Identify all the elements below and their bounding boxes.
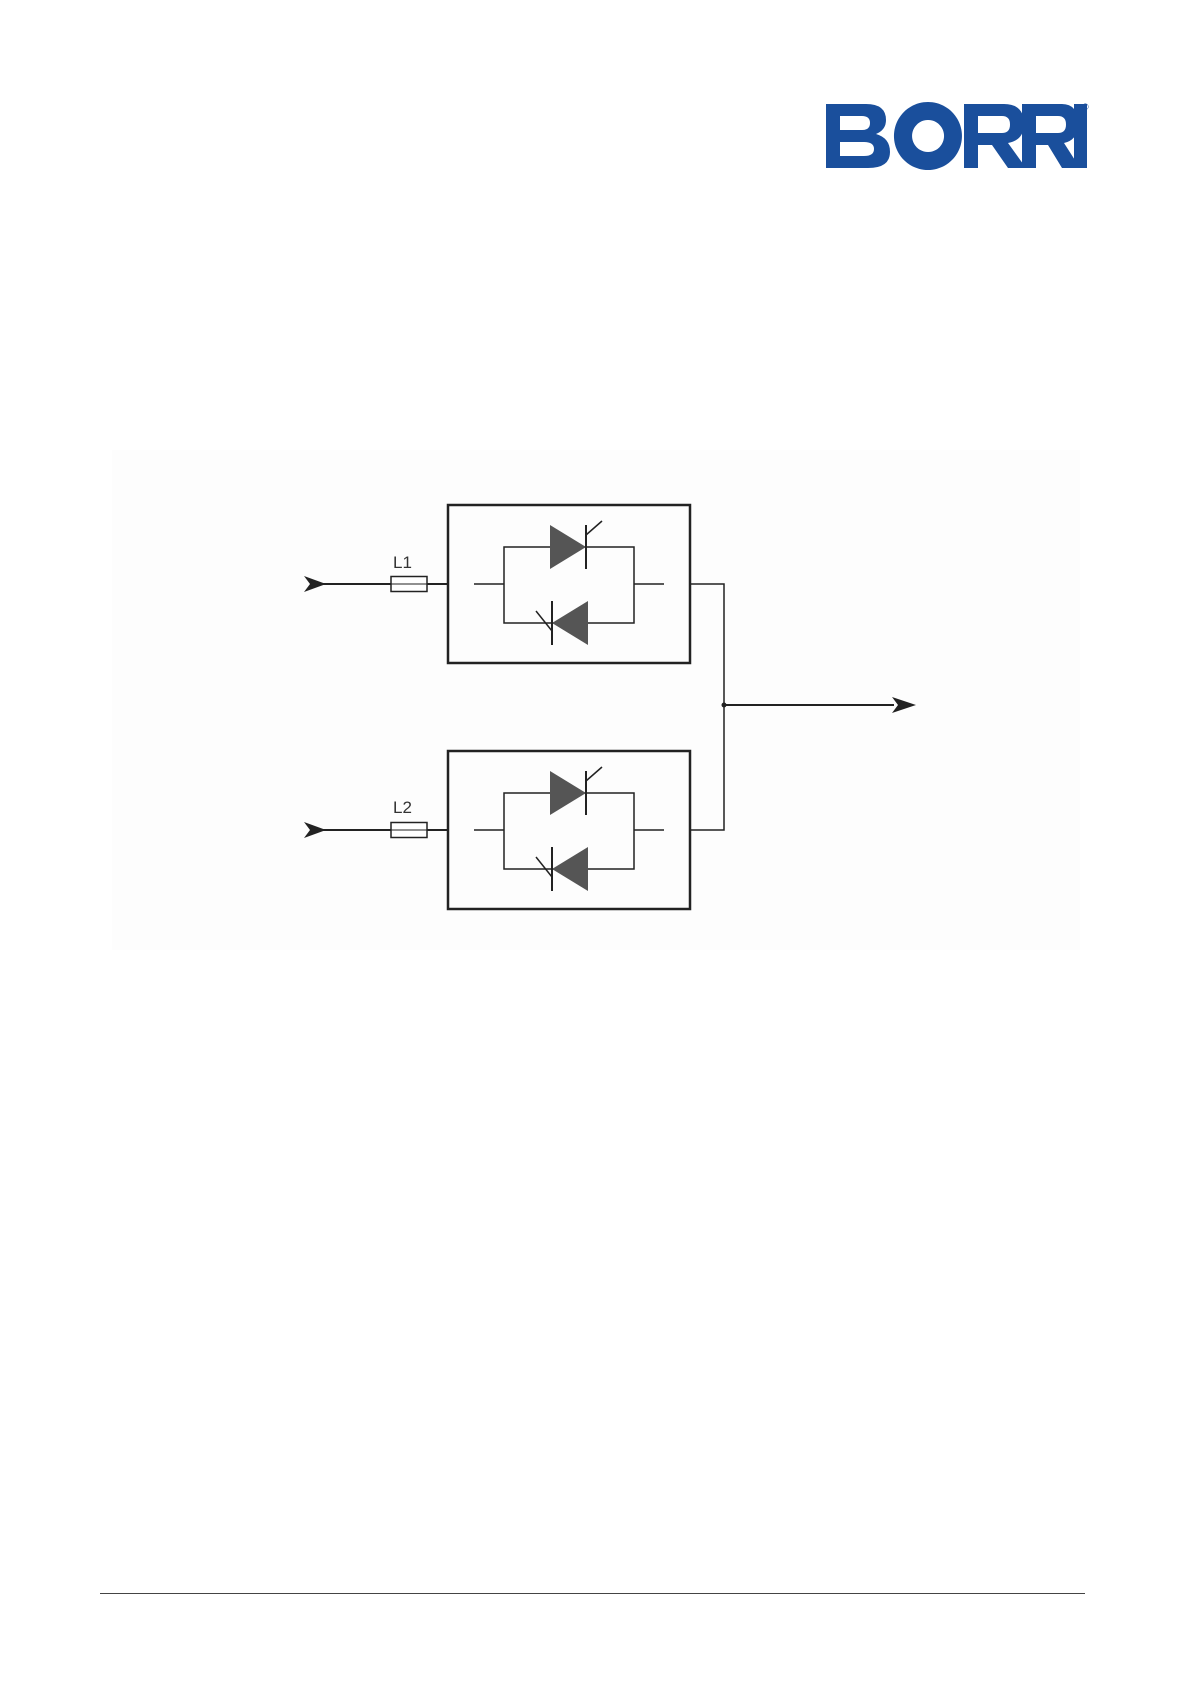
input-branch-l1: L1 — [304, 553, 448, 592]
output-arrow — [892, 697, 916, 713]
static-switch-lower — [448, 751, 690, 909]
label-l2: L2 — [393, 798, 412, 817]
registered-mark: ® — [1082, 102, 1089, 112]
fuse-l2 — [391, 823, 427, 838]
footer-divider — [100, 1593, 1085, 1594]
borri-logo: ® — [826, 100, 1090, 172]
static-switch-upper — [448, 505, 690, 663]
fuse-l1 — [391, 577, 427, 592]
static-switch-diagram: L1 L2 — [112, 450, 1080, 950]
output-bus — [690, 584, 916, 830]
label-l1: L1 — [393, 553, 412, 572]
diagram-area: L1 L2 — [112, 450, 1080, 950]
input-branch-l2: L2 — [304, 798, 448, 838]
